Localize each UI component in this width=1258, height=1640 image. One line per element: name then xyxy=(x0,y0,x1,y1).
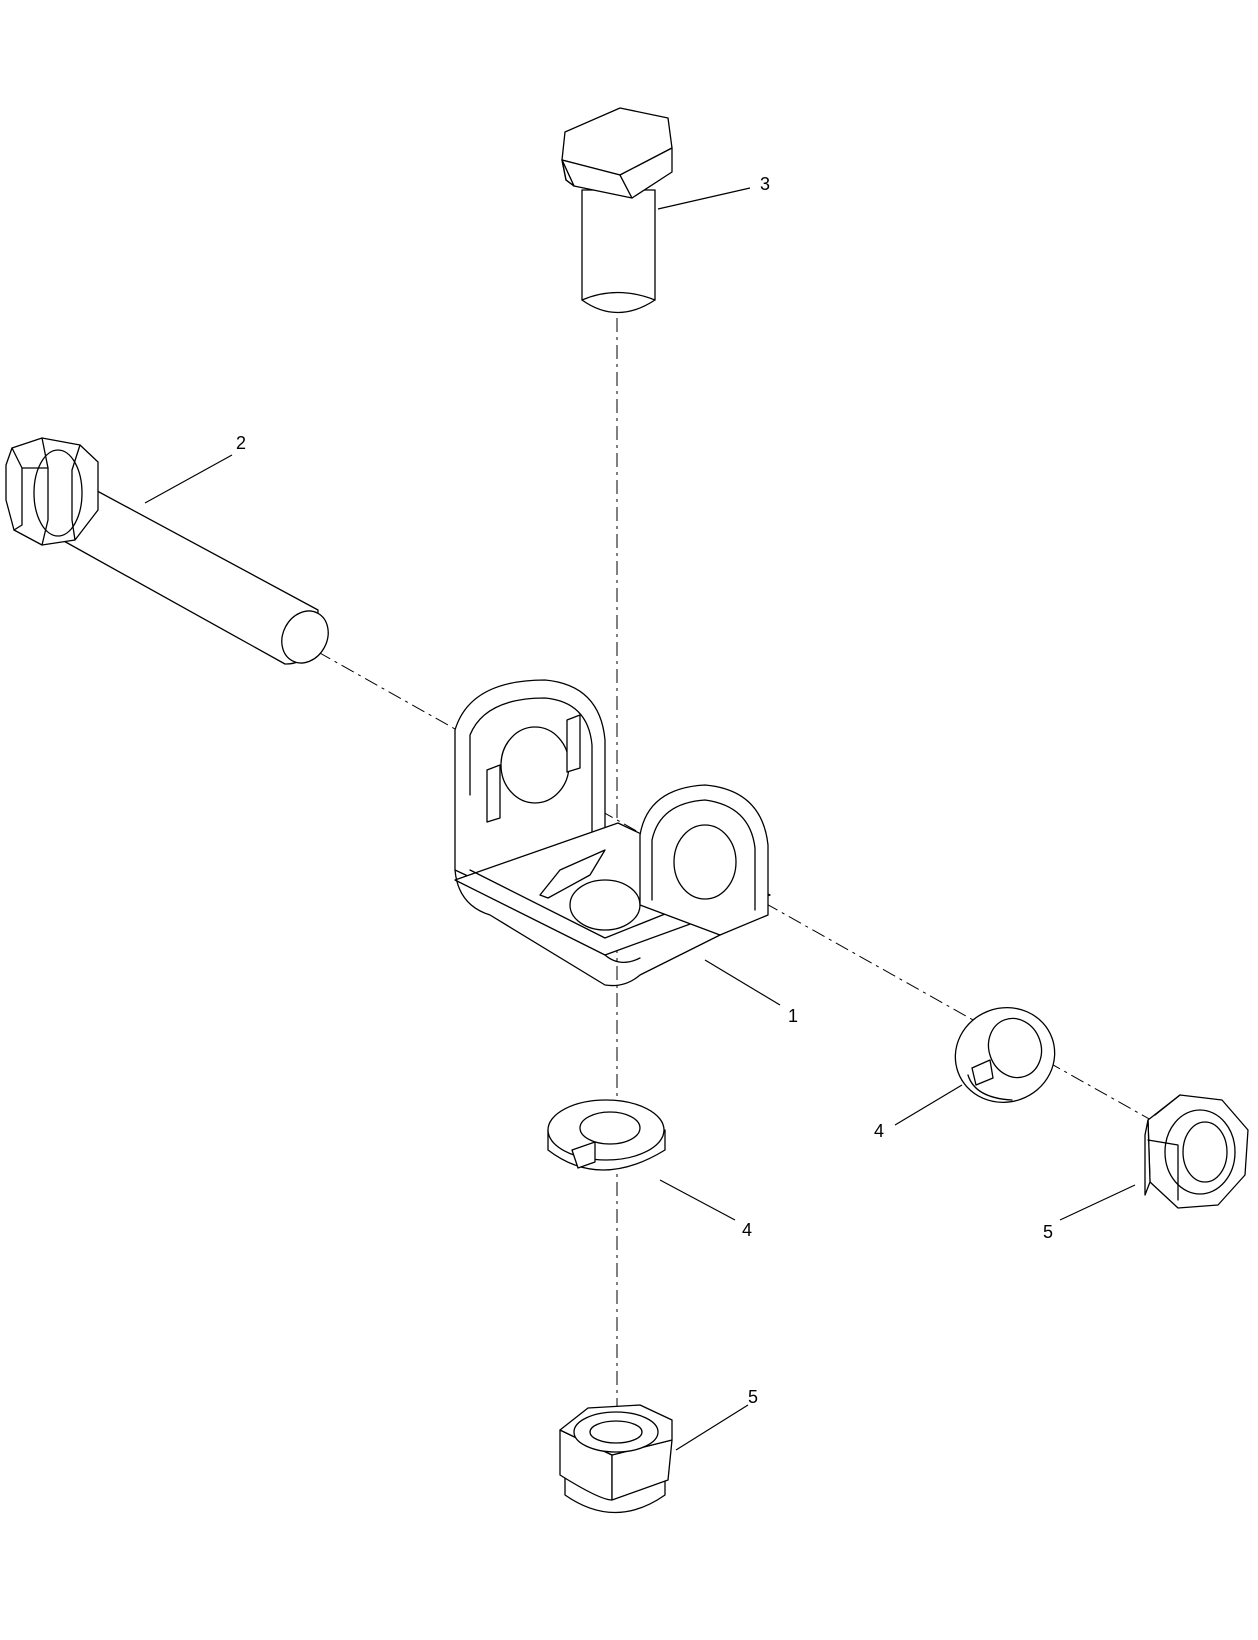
leader-line-5-right xyxy=(1059,1184,1136,1221)
leader-line-5-bottom xyxy=(675,1404,749,1451)
leader-line-1 xyxy=(704,959,781,1006)
long-hex-bolt xyxy=(5,437,329,665)
callout-2: 2 xyxy=(236,433,246,453)
leader-line-4-bottom xyxy=(659,1179,736,1221)
u-bracket xyxy=(454,679,771,987)
lock-washer-right xyxy=(954,1006,1056,1104)
lock-nut-right xyxy=(1144,1094,1249,1209)
leader-line-4-right xyxy=(894,1084,963,1126)
lock-nut-bottom xyxy=(559,1404,673,1514)
leader-lines xyxy=(144,187,1136,1451)
callout-5-right: 5 xyxy=(1043,1222,1053,1242)
leader-line-2 xyxy=(144,454,233,504)
leader-line-3 xyxy=(657,187,751,210)
callout-3: 3 xyxy=(760,174,770,194)
callout-1: 1 xyxy=(788,1006,798,1026)
callout-4-right: 4 xyxy=(874,1121,884,1141)
short-hex-bolt xyxy=(561,107,673,314)
callout-5-bottom: 5 xyxy=(748,1387,758,1407)
lock-washer-bottom xyxy=(547,1099,666,1171)
callout-4-bottom: 4 xyxy=(742,1220,752,1240)
callout-labels: 1 2 3 4 4 5 5 xyxy=(236,174,1053,1407)
